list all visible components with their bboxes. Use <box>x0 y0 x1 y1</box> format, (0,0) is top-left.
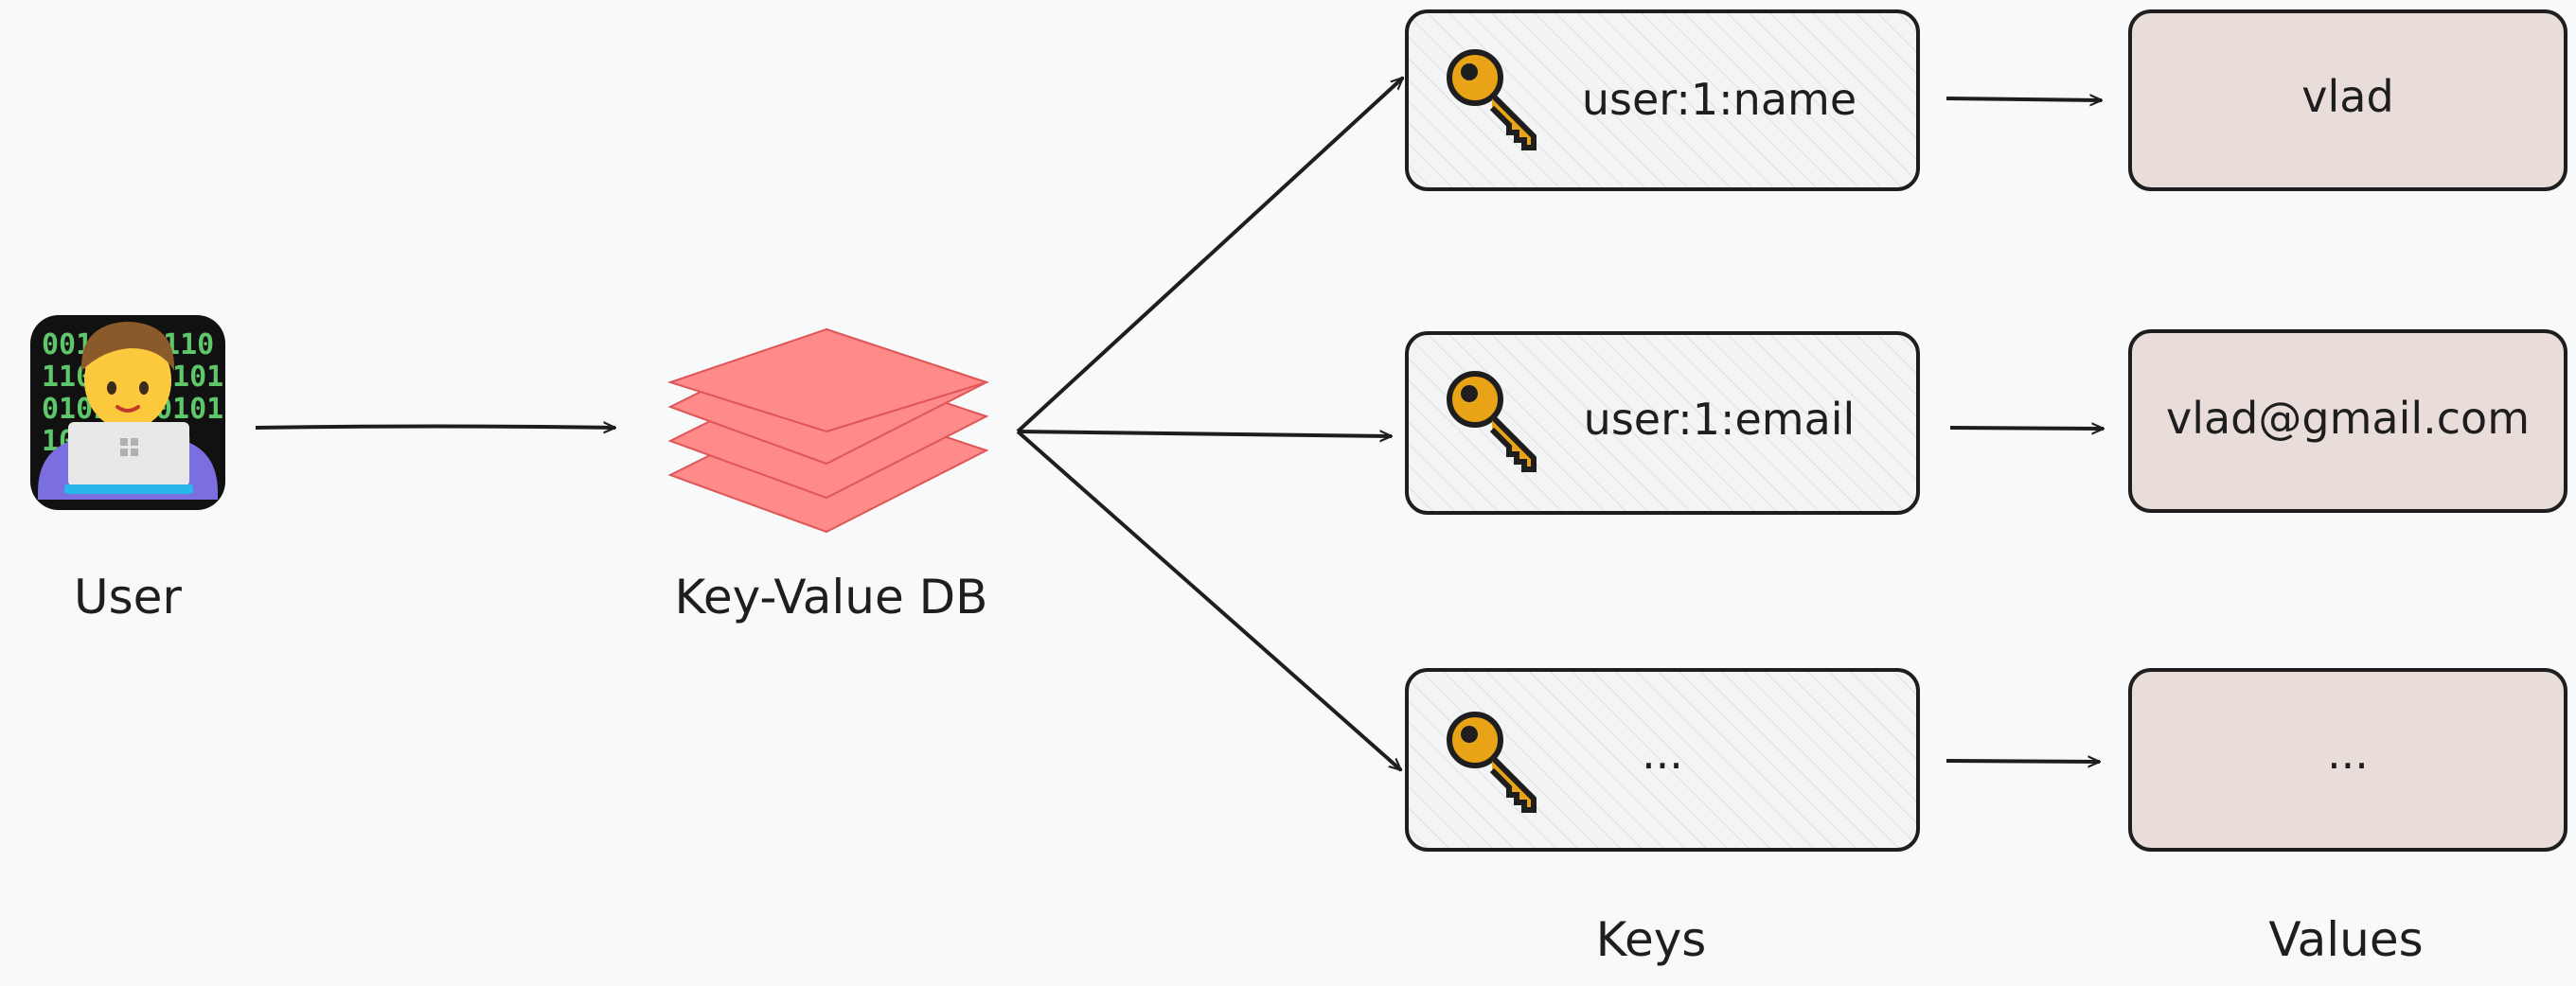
value-label: ... <box>2327 728 2369 779</box>
db-to-key-2-arrow <box>1017 430 1392 436</box>
key-label: user:1:name <box>1582 74 1856 125</box>
key-box: user:1:name <box>1405 9 1920 191</box>
key-box: user:1:email <box>1405 331 1920 515</box>
key-box: ... <box>1405 668 1920 852</box>
user-label: User <box>74 570 182 625</box>
key-label: ... <box>1642 728 1683 779</box>
key-to-value-arrow <box>1949 428 2104 429</box>
stacked-layers-icon <box>666 327 990 534</box>
key-label: user:1:email <box>1584 394 1856 445</box>
keys-column-label: Keys <box>1596 912 1707 967</box>
value-box: vlad@gmail.com <box>2128 329 2567 513</box>
value-box: vlad <box>2128 9 2567 191</box>
values-column-label: Values <box>2268 912 2423 967</box>
value-label: vlad <box>2301 71 2393 122</box>
key-to-value-arrow <box>1945 761 2100 762</box>
key-to-value-arrow <box>1945 98 2102 100</box>
value-box: ... <box>2128 668 2567 852</box>
user-to-db-arrow <box>255 427 615 429</box>
db-label: Key-Value DB <box>675 570 988 625</box>
db-to-key-1-arrow <box>1016 76 1405 433</box>
value-label: vlad@gmail.com <box>2166 393 2530 444</box>
db-to-key-3-arrow <box>1016 430 1403 772</box>
